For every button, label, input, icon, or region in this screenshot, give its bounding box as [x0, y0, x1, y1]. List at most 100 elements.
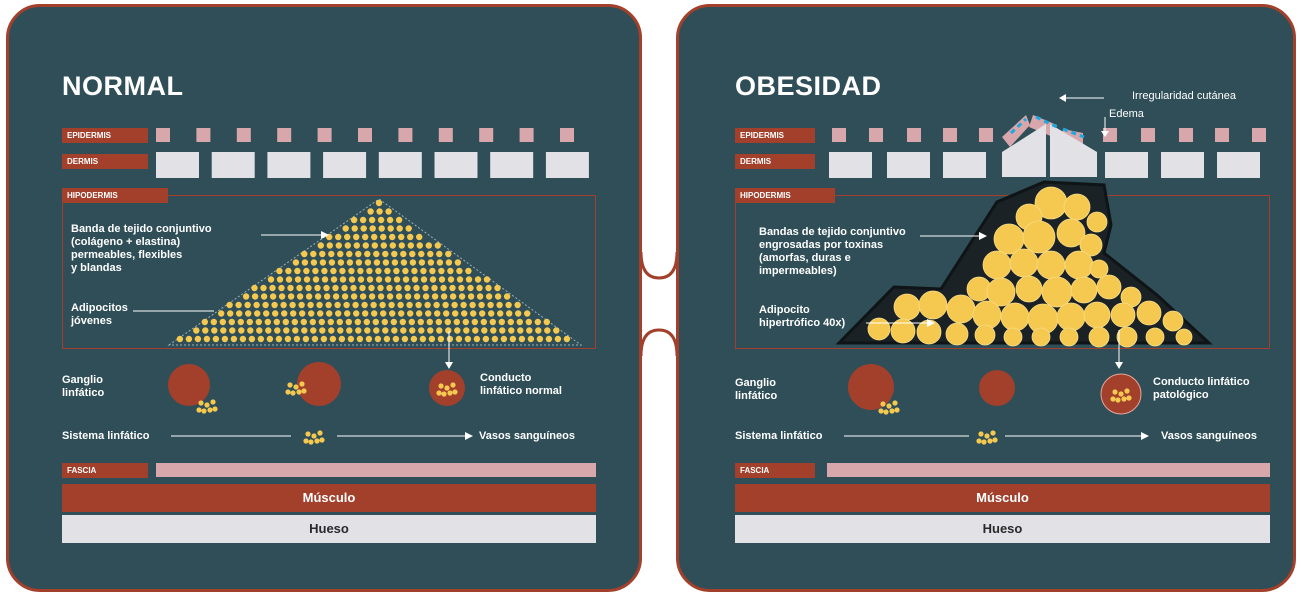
normal-skin-layers [156, 128, 589, 178]
adipocyte [363, 318, 370, 326]
adipocyte [535, 327, 542, 334]
normal-hypodermis-label: HIPODERMIS [62, 188, 168, 203]
fat-cluster-dot [441, 391, 447, 397]
dermis-block [887, 152, 930, 178]
adipocyte [534, 318, 541, 326]
adipocyte [434, 242, 441, 249]
epidermis-block [1141, 128, 1155, 142]
adipocyte [325, 301, 332, 309]
adipocyte [381, 318, 388, 326]
normal-ganglion-1 [168, 364, 218, 414]
adipocyte [447, 276, 455, 283]
adipocyte [376, 208, 383, 215]
adipocyte [470, 310, 477, 317]
adipocyte [456, 267, 463, 275]
adipocyte [426, 318, 433, 326]
hypertrophic-adipocyte [1056, 302, 1086, 332]
adipocyte [289, 301, 296, 309]
adipocyte [497, 310, 504, 317]
adipocyte [368, 284, 375, 292]
adipocyte [346, 250, 353, 258]
adipocyte [361, 301, 368, 309]
adipocyte [176, 335, 184, 343]
fat-cluster-dot [987, 438, 993, 444]
fat-cluster-dot [198, 400, 204, 406]
adipocyte [461, 310, 468, 317]
fat-cluster-dot [301, 388, 307, 394]
adipocyte [405, 225, 412, 232]
fat-cluster-dot [285, 389, 291, 395]
obesity-duct-text: Conducto linfático patológico [1153, 376, 1250, 401]
adipocyte [296, 284, 303, 292]
adipocyte [294, 276, 302, 283]
adipocyte [341, 293, 349, 300]
adipocyte [545, 335, 553, 343]
obesity-lymph-system-label: Sistema linfático [735, 430, 823, 442]
adipocyte [514, 301, 521, 309]
hypertrophic-adipocyte [1145, 327, 1165, 347]
adipocyte [400, 327, 407, 334]
hypertrophic-adipocyte [1089, 259, 1109, 279]
adipocyte [210, 318, 217, 326]
adipocyte [418, 250, 425, 258]
normal-dermis-label: DERMIS [62, 154, 148, 169]
adipocyte [287, 284, 294, 292]
adipocyte [356, 335, 364, 343]
adipocyte [494, 293, 502, 300]
adipocyte [474, 276, 482, 283]
obesity-fascia-bar [827, 463, 1270, 477]
fat-cluster-dot [210, 399, 216, 405]
epidermis-block [560, 128, 574, 142]
adipocyte [373, 250, 380, 258]
adipocyte [366, 276, 374, 283]
epidermis-block [1215, 128, 1229, 142]
fat-cluster-dot [452, 389, 458, 395]
hypertrophic-adipocyte [1070, 276, 1098, 304]
adipocyte [490, 327, 497, 334]
adipocyte [260, 284, 267, 292]
adipocyte [440, 293, 448, 300]
adipocyte [409, 327, 416, 334]
adipocyte [389, 310, 396, 317]
hypertrophic-adipocyte [1110, 302, 1136, 328]
fat-cluster-dot [212, 406, 218, 412]
adipocyte [467, 284, 474, 292]
adipocyte [536, 335, 544, 343]
adipocyte [335, 233, 342, 241]
epidermis-block [832, 128, 846, 142]
adipocyte [334, 301, 341, 309]
adipocyte [291, 318, 298, 326]
adipocyte [310, 250, 317, 258]
adipocyte [451, 301, 458, 309]
adipocyte [409, 259, 417, 266]
hypertrophic-adipocyte [974, 324, 996, 346]
hypertrophic-adipocyte [1096, 274, 1122, 300]
adipocyte [283, 327, 290, 334]
adipocyte [339, 267, 346, 275]
fat-cluster-dot [1124, 388, 1130, 394]
adipocyte [494, 284, 501, 292]
adipocyte [307, 301, 314, 309]
adipocyte [515, 310, 522, 317]
adipocyte [245, 310, 252, 317]
normal-dermis-blocks [156, 152, 589, 178]
adipocyte [452, 310, 459, 317]
adipocyte [226, 301, 233, 309]
adipocyte [480, 318, 487, 326]
hypertrophic-adipocyte [1031, 327, 1051, 347]
adipocyte [391, 250, 398, 258]
adipocyte [384, 267, 391, 275]
adipocyte [473, 335, 481, 343]
fat-cluster-dot [976, 438, 982, 444]
adipocyte [398, 310, 405, 317]
fat-cluster-dot [450, 382, 456, 388]
adipocyte [350, 293, 358, 300]
adipocyte [274, 327, 281, 334]
adipocyte [438, 276, 446, 283]
adipocyte [386, 284, 393, 292]
hypertrophic-adipocyte [1041, 276, 1073, 308]
adipocyte [517, 327, 524, 334]
adipocyte [359, 293, 367, 300]
obesity-epidermis-label: EPIDERMIS [735, 128, 815, 143]
